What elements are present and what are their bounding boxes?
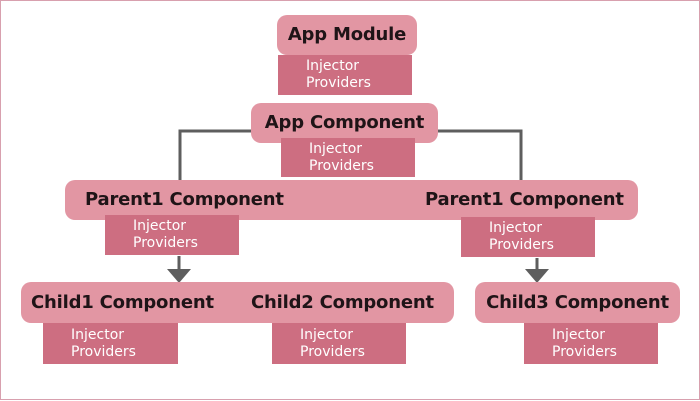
parent-left-providers-text: Providers [133, 235, 198, 251]
child2-providers-text: Providers [300, 343, 365, 360]
app-module-title: App Module [287, 24, 407, 45]
app-component-node: App Component [251, 103, 438, 143]
app-module-providers-text: Providers [306, 75, 371, 91]
parent-right-injector-text: Injector [489, 220, 543, 237]
app-component-title: App Component [264, 112, 425, 133]
arrow-head-right [525, 269, 549, 283]
app-module-node: App Module [277, 15, 417, 55]
arrow-head-left [167, 269, 191, 283]
app-module-injector-box: Injector Providers [278, 55, 412, 95]
child3-providers-text: Providers [552, 343, 617, 360]
child2-injector-box: Injector Providers [272, 323, 406, 364]
child2-injector-text: Injector [300, 326, 354, 343]
parent-right-title: Parent1 Component [425, 189, 624, 210]
child1-injector-text: Injector [71, 326, 125, 343]
child3-title: Child3 Component [486, 291, 669, 313]
app-component-injector-box: Injector Providers [281, 138, 415, 177]
parent-left-title: Parent1 Component [85, 189, 284, 210]
child1-providers-text: Providers [71, 343, 136, 360]
child2-title: Child2 Component [251, 291, 434, 313]
parent-row-node: Parent1 Component Parent1 Component [65, 180, 638, 220]
parent-left-injector-text: Injector [133, 218, 187, 235]
child3-node: Child3 Component [475, 282, 680, 323]
connector-right [438, 129, 523, 183]
app-component-injector-text: Injector [309, 140, 363, 157]
app-module-injector-text: Injector [306, 58, 360, 75]
child-row-node: Child1 Component Child2 Component [21, 282, 454, 323]
child3-injector-text: Injector [552, 326, 606, 343]
parent-right-injector-box: Injector Providers [461, 217, 595, 257]
child1-title: Child1 Component [31, 291, 214, 313]
parent-right-providers-text: Providers [489, 237, 554, 253]
app-component-providers-text: Providers [309, 157, 374, 174]
parent-left-injector-box: Injector Providers [105, 215, 239, 255]
child1-injector-box: Injector Providers [43, 323, 178, 364]
child3-injector-box: Injector Providers [524, 323, 658, 364]
connector-left [178, 129, 256, 183]
